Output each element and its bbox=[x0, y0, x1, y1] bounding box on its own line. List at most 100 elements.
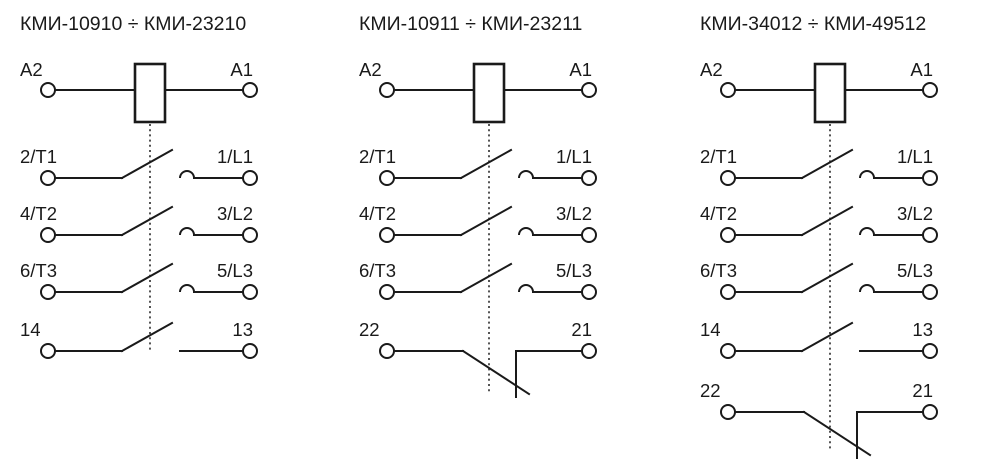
coil-body bbox=[813, 62, 847, 124]
label-contact-right: 3/L2 bbox=[217, 203, 253, 224]
movable-contact-blade bbox=[459, 205, 513, 237]
arc-chute-icon bbox=[859, 284, 875, 293]
label-contact-left: 6/T3 bbox=[20, 260, 57, 281]
terminal-14[interactable] bbox=[40, 343, 56, 359]
aux-movable-blade bbox=[461, 349, 531, 396]
terminal-21[interactable] bbox=[581, 343, 597, 359]
label-aux-left: 22 bbox=[359, 319, 380, 340]
terminal-left[interactable] bbox=[720, 170, 736, 186]
label-a2: A2 bbox=[20, 59, 43, 80]
label-contact-left: 4/T2 bbox=[700, 203, 737, 224]
label-aux-right: 13 bbox=[232, 319, 253, 340]
terminal-left[interactable] bbox=[720, 227, 736, 243]
label-aux-right: 13 bbox=[912, 319, 933, 340]
arc-chute-icon bbox=[859, 227, 875, 236]
coil-group: A2 A1 bbox=[700, 59, 938, 124]
power-contact-row: 4/T2 3/L2 bbox=[20, 203, 258, 243]
diagram-1: КМИ-10910 ÷ КМИ-23210 A2 A1 bbox=[20, 13, 258, 359]
label-aux-right: 21 bbox=[571, 319, 592, 340]
aux-contact-nc: 22 21 bbox=[700, 380, 938, 459]
power-contact-row: 2/T1 1/L1 bbox=[20, 146, 258, 186]
label-aux-left: 22 bbox=[700, 380, 721, 401]
label-contact-right: 5/L3 bbox=[897, 260, 933, 281]
label-contact-right: 1/L1 bbox=[897, 146, 933, 167]
terminal-left[interactable] bbox=[379, 227, 395, 243]
terminal-left[interactable] bbox=[40, 227, 56, 243]
movable-contact-blade bbox=[800, 148, 854, 180]
terminal-right[interactable] bbox=[922, 284, 938, 300]
terminal-left[interactable] bbox=[379, 170, 395, 186]
power-contact-row: 6/T3 5/L3 bbox=[20, 260, 258, 300]
label-contact-left: 6/T3 bbox=[700, 260, 737, 281]
arc-chute-icon bbox=[179, 227, 195, 236]
label-contact-left: 4/T2 bbox=[20, 203, 57, 224]
label-contact-left: 4/T2 bbox=[359, 203, 396, 224]
label-contact-right: 1/L1 bbox=[556, 146, 592, 167]
terminal-13[interactable] bbox=[242, 343, 258, 359]
label-a1: A1 bbox=[910, 59, 933, 80]
terminal-right[interactable] bbox=[581, 170, 597, 186]
terminal-right[interactable] bbox=[581, 227, 597, 243]
terminal-right[interactable] bbox=[242, 170, 258, 186]
power-contact-row: 2/T1 1/L1 bbox=[700, 146, 938, 186]
power-contact-row: 6/T3 5/L3 bbox=[700, 260, 938, 300]
aux-contact-no: 14 13 bbox=[700, 319, 938, 359]
terminal-a2[interactable] bbox=[40, 82, 56, 98]
terminal-a1[interactable] bbox=[242, 82, 258, 98]
label-contact-right: 5/L3 bbox=[556, 260, 592, 281]
movable-contact-blade bbox=[459, 148, 513, 180]
label-a2: A2 bbox=[359, 59, 382, 80]
arc-chute-icon bbox=[518, 227, 534, 236]
movable-contact-blade bbox=[800, 205, 854, 237]
diagram-title: КМИ-10910 ÷ КМИ-23210 bbox=[20, 13, 246, 35]
label-contact-left: 2/T1 bbox=[700, 146, 737, 167]
label-a2: A2 bbox=[700, 59, 723, 80]
terminal-left[interactable] bbox=[40, 284, 56, 300]
arc-chute-icon bbox=[179, 170, 195, 179]
label-a1: A1 bbox=[569, 59, 592, 80]
terminal-22[interactable] bbox=[720, 404, 736, 420]
arc-chute-icon bbox=[518, 284, 534, 293]
aux-movable-blade bbox=[800, 321, 854, 353]
terminal-a1[interactable] bbox=[581, 82, 597, 98]
terminal-22[interactable] bbox=[379, 343, 395, 359]
movable-contact-blade bbox=[800, 262, 854, 294]
terminal-right[interactable] bbox=[922, 170, 938, 186]
terminal-left[interactable] bbox=[720, 284, 736, 300]
terminal-14[interactable] bbox=[720, 343, 736, 359]
diagram-2: КМИ-10911 ÷ КМИ-23211 A2 A1 2/T1 1/L1 bbox=[359, 13, 597, 398]
label-a1: A1 bbox=[230, 59, 253, 80]
terminal-right[interactable] bbox=[242, 227, 258, 243]
arc-chute-icon bbox=[518, 170, 534, 179]
label-contact-left: 2/T1 bbox=[20, 146, 57, 167]
terminal-a2[interactable] bbox=[720, 82, 736, 98]
coil-group: A2 A1 bbox=[359, 59, 597, 124]
arc-chute-icon bbox=[179, 284, 195, 293]
terminal-21[interactable] bbox=[922, 404, 938, 420]
label-contact-right: 3/L2 bbox=[556, 203, 592, 224]
diagram-3: КМИ-34012 ÷ КМИ-49512 A2 A1 2/T1 1/L1 bbox=[700, 13, 938, 459]
aux-contact-nc: 22 21 bbox=[359, 319, 597, 398]
terminal-a2[interactable] bbox=[379, 82, 395, 98]
terminal-right[interactable] bbox=[581, 284, 597, 300]
terminal-a1[interactable] bbox=[922, 82, 938, 98]
power-contact-row: 4/T2 3/L2 bbox=[700, 203, 938, 243]
label-contact-left: 2/T1 bbox=[359, 146, 396, 167]
terminal-13[interactable] bbox=[922, 343, 938, 359]
terminal-left[interactable] bbox=[379, 284, 395, 300]
label-contact-right: 5/L3 bbox=[217, 260, 253, 281]
coil-body bbox=[472, 62, 506, 124]
label-aux-right: 21 bbox=[912, 380, 933, 401]
label-contact-right: 1/L1 bbox=[217, 146, 253, 167]
coil-body bbox=[133, 62, 167, 124]
terminal-right[interactable] bbox=[242, 284, 258, 300]
diagram-title: КМИ-34012 ÷ КМИ-49512 bbox=[700, 13, 926, 35]
coil-group: A2 A1 bbox=[20, 59, 258, 124]
terminal-left[interactable] bbox=[40, 170, 56, 186]
aux-movable-blade bbox=[802, 410, 872, 457]
power-contact-row: 4/T2 3/L2 bbox=[359, 203, 597, 243]
power-contact-row: 2/T1 1/L1 bbox=[359, 146, 597, 186]
terminal-right[interactable] bbox=[922, 227, 938, 243]
